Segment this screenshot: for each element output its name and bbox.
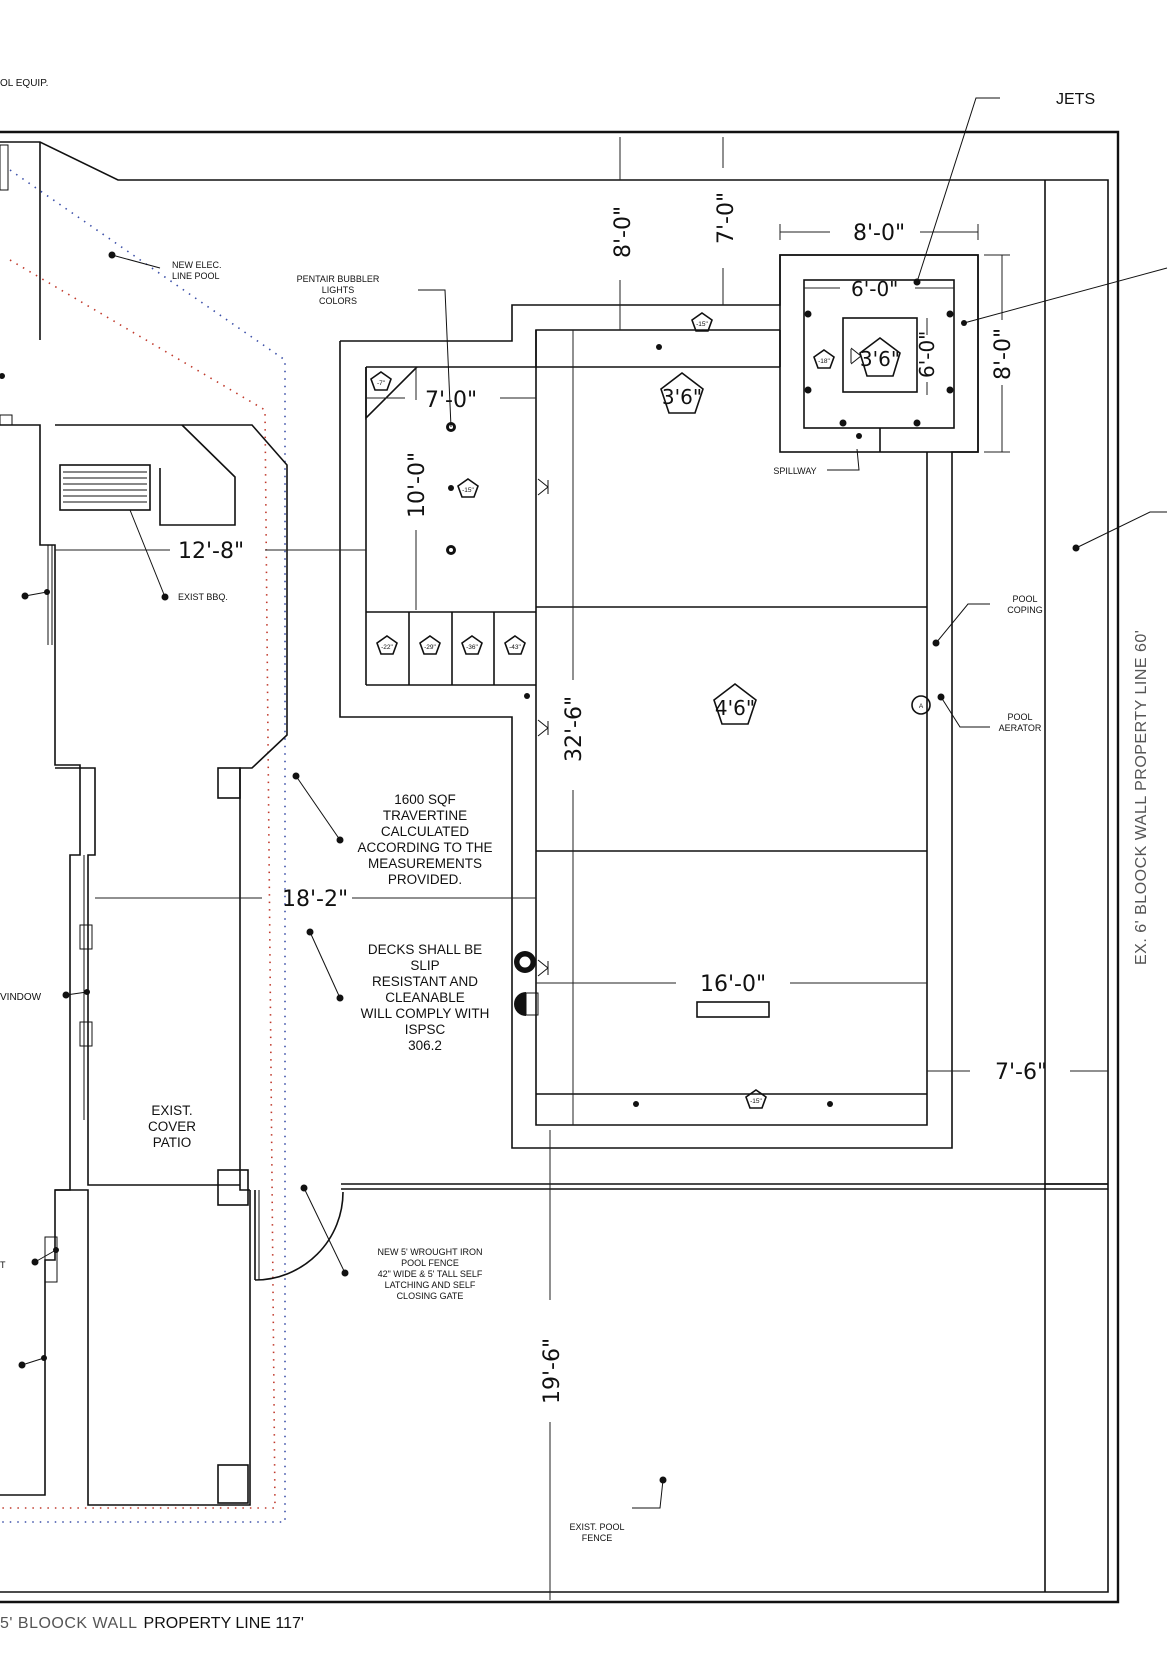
depth-tag-29: -29" <box>424 644 436 651</box>
depth-tag-36: -36" <box>466 644 478 651</box>
label-property-bottom-gray: 5' BLOOCK WALL <box>0 1615 138 1632</box>
dim-7-0-ledge: 7'-0" <box>425 388 477 413</box>
label-fence-4: LATCHING AND SELF <box>385 1280 476 1290</box>
label-travertine-1: 1600 SQF <box>394 792 456 807</box>
label-travertine-5: MEASUREMENTS <box>368 856 482 871</box>
dim-12-8: 12'-8" <box>178 539 244 564</box>
pool-depth-shallow: 3'6" <box>662 385 702 409</box>
label-exist-fence-2: FENCE <box>582 1533 613 1543</box>
label-exist-bbq: EXIST BBQ. <box>178 592 228 602</box>
label-jets: JETS <box>1056 91 1095 108</box>
depth-tag-22: -22" <box>381 644 393 651</box>
dimension-lines <box>55 137 1108 1600</box>
label-decks-7: 306.2 <box>408 1038 442 1053</box>
dim-32-6: 32'-6" <box>562 696 587 762</box>
dim-7-0-top: 7'-0" <box>714 192 739 244</box>
label-decks-3: RESISTANT AND <box>372 974 478 989</box>
dim-spa-inner: 6'-0" <box>851 277 898 301</box>
dim-19-6: 19'-6" <box>540 1338 565 1404</box>
dim-16-0: 16'-0" <box>700 972 766 997</box>
property-walls <box>0 130 1120 1604</box>
label-decks-4: CLEANABLE <box>385 990 465 1005</box>
label-exist-fence-1: EXIST. POOL <box>569 1522 624 1532</box>
label-patio-3: PATIO <box>153 1135 192 1150</box>
dimension-text: 8'-0" 7'-0" 8'-0" 6'-0" 6'-0" 8'-0" 7'-0… <box>178 192 1047 1404</box>
depth-tags: -7" -15" -15" -15" -18" -22" -29" -36" -… <box>370 312 901 1109</box>
depth-tag-7: -7" <box>377 380 386 387</box>
label-fence-3: 42" WIDE & 5' TALL SELF <box>378 1269 483 1279</box>
label-decks-2: SLIP <box>410 958 439 973</box>
label-fence-2: POOL FENCE <box>401 1258 459 1268</box>
depth-tag-15-c: -15" <box>750 1098 762 1105</box>
label-patio-1: EXIST. <box>151 1103 192 1118</box>
label-pentair-2: LIGHTS <box>322 285 355 295</box>
label-property-line-right: EX. 6' BLOOCK WALL PROPERTY LINE 60' <box>1133 630 1150 965</box>
label-pool-equip: OL EQUIP. <box>0 78 48 89</box>
label-decks-6: ISPSC <box>405 1022 446 1037</box>
depth-tag-15-a: -15" <box>696 321 708 328</box>
label-fence-5: CLOSING GATE <box>397 1291 464 1301</box>
exist-bbq <box>59 424 236 526</box>
label-pentair-1: PENTAIR BUBBLER <box>297 274 380 284</box>
label-pentair-3: COLORS <box>319 296 357 306</box>
annotation-labels: OL EQUIP. JETS NEW ELEC. LINE POOL PENTA… <box>0 78 1150 1632</box>
spa-jets <box>446 278 967 1107</box>
pool-aerator-symbol: A <box>911 695 931 715</box>
dim-spa-height: 8'-0" <box>991 328 1016 380</box>
label-fence-1: NEW 5' WROUGHT IRON <box>377 1247 482 1257</box>
label-pool-coping-2: COPING <box>1007 605 1043 615</box>
label-travertine-2: TRAVERTINE <box>383 808 467 823</box>
label-pool-aerator-1: POOL <box>1007 712 1032 722</box>
fence-dotted-lines <box>0 169 286 1523</box>
dim-10-0: 10'-0" <box>405 452 430 518</box>
label-travertine-6: PROVIDED. <box>388 872 462 887</box>
label-decks-1: DECKS SHALL BE <box>368 942 482 957</box>
label-left-t: T <box>0 1260 6 1270</box>
label-decks-5: WILL COMPLY WITH <box>361 1006 490 1021</box>
label-property-line-bottom: 5' BLOOCK WALL PROPERTY LINE 117' <box>0 1615 304 1632</box>
house-walls <box>0 144 288 1506</box>
label-pool-coping-1: POOL <box>1012 594 1037 604</box>
leader-lines <box>0 97 1168 1509</box>
pool-gate <box>254 1190 344 1281</box>
label-travertine-4: ACCORDING TO THE <box>357 840 492 855</box>
label-new-elec-2: LINE POOL <box>172 271 220 281</box>
pool-structure <box>339 254 979 1149</box>
label-window: VINDOW <box>0 992 42 1003</box>
dim-18-2: 18'-2" <box>282 887 348 912</box>
label-spillway: SPILLWAY <box>773 466 816 476</box>
dim-7-6: 7'-6" <box>995 1060 1047 1085</box>
depth-tag-18: -18" <box>818 358 830 365</box>
depth-tag-43: -43" <box>509 644 521 651</box>
spa-depth: 3'6" <box>860 347 900 371</box>
label-new-elec-1: NEW ELEC. <box>172 260 222 270</box>
label-property-bottom-black: PROPERTY LINE 117' <box>144 1615 304 1632</box>
dim-spa-inner-h: 6'-0" <box>915 331 939 378</box>
dim-spa-width: 8'-0" <box>853 221 905 246</box>
aerator-tag: A <box>919 703 924 710</box>
label-travertine-3: CALCULATED <box>381 824 470 839</box>
dim-8-0-top: 8'-0" <box>611 206 636 258</box>
label-pool-aerator-2: AERATOR <box>999 723 1042 733</box>
label-patio-2: COVER <box>148 1119 196 1134</box>
depth-tag-15-b: -15" <box>462 487 474 494</box>
pool-depth-mid: 4'6" <box>715 696 755 720</box>
